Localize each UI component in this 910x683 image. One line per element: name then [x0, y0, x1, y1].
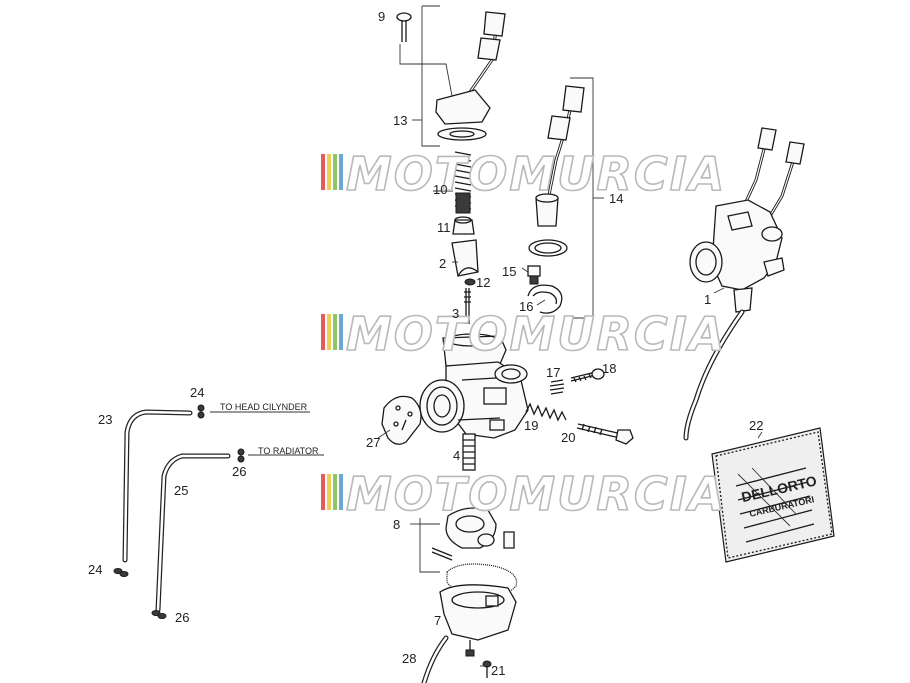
callout-24-top: 24 — [190, 385, 204, 400]
screw-part-9 — [396, 12, 412, 42]
screw-part-18 — [570, 368, 605, 383]
watermark-top: MOTOMURCIA — [321, 146, 726, 202]
callout-15: 15 — [502, 264, 516, 279]
callout-17: 17 — [546, 365, 560, 380]
spring-part-10 — [454, 151, 472, 214]
spring-part-17 — [549, 379, 565, 395]
callout-13: 13 — [393, 113, 407, 128]
leader-lines — [210, 5, 763, 667]
note-to-head-cylinder: TO HEAD CILYNDER — [220, 402, 308, 412]
callout-18: 18 — [602, 361, 616, 376]
callout-4: 4 — [453, 448, 460, 463]
callout-16: 16 — [519, 299, 533, 314]
watermark-text: MOTOMURCIA — [346, 467, 726, 521]
callout-7: 7 — [434, 613, 441, 628]
complete-carburetor-part-1 — [683, 127, 805, 441]
hose-part-25 — [155, 453, 231, 613]
throttle-valve-part-2 — [451, 239, 479, 277]
choke-cable-assembly — [528, 85, 585, 257]
callout-27: 27 — [366, 435, 380, 450]
screw-part-20 — [576, 423, 634, 445]
hose-clamp-part-26-bottom — [151, 610, 167, 619]
clip-part-12 — [464, 278, 476, 286]
callout-14: 14 — [609, 191, 623, 206]
callout-26-bottom: 26 — [175, 610, 189, 625]
gasket-part-27 — [381, 395, 422, 445]
hose-clamp-part-26-top — [237, 448, 245, 463]
hose-part-28 — [421, 635, 449, 683]
needle-part-3 — [464, 288, 471, 324]
needle-clip-part-11 — [452, 216, 475, 235]
callout-20: 20 — [561, 430, 575, 445]
callout-28: 28 — [402, 651, 416, 666]
callout-23: 23 — [98, 412, 112, 427]
callout-10: 10 — [433, 182, 447, 197]
note-to-radiator: TO RADIATOR — [258, 446, 319, 456]
callout-24-bottom: 24 — [88, 562, 102, 577]
spring-clip-part-16 — [527, 284, 563, 314]
carburetor-body — [419, 333, 529, 439]
callout-2: 2 — [439, 256, 446, 271]
float-bowl-part-7 — [439, 563, 518, 657]
hose-part-23 — [122, 409, 193, 563]
callout-12: 12 — [476, 275, 490, 290]
hose-clamp-part-24-bottom — [113, 568, 129, 577]
float-assembly-part-8 — [431, 507, 515, 561]
hose-clamp-part-24-top — [197, 404, 205, 419]
callout-9: 9 — [378, 9, 385, 24]
callout-22: 22 — [749, 418, 763, 433]
watermark-text: MOTOMURCIA — [346, 307, 726, 361]
manual-booklet-part-22 — [711, 427, 835, 563]
watermark-middle: MOTOMURCIA — [321, 306, 726, 362]
watermark-text: MOTOMURCIA — [346, 147, 726, 201]
callout-19: 19 — [524, 418, 538, 433]
throttle-cable-assembly — [435, 11, 506, 141]
callout-25: 25 — [174, 483, 188, 498]
callout-21: 21 — [491, 663, 505, 678]
spring-part-19 — [525, 402, 567, 422]
callout-11: 11 — [437, 220, 451, 235]
callout-26-top: 26 — [232, 464, 246, 479]
callout-1: 1 — [704, 292, 711, 307]
screw-part-21 — [482, 660, 492, 678]
jet-part-4 — [462, 433, 476, 471]
callout-3: 3 — [452, 306, 459, 321]
callout-8: 8 — [393, 517, 400, 532]
screw-part-15 — [527, 265, 541, 285]
watermark-bottom: MOTOMURCIA — [321, 466, 726, 522]
